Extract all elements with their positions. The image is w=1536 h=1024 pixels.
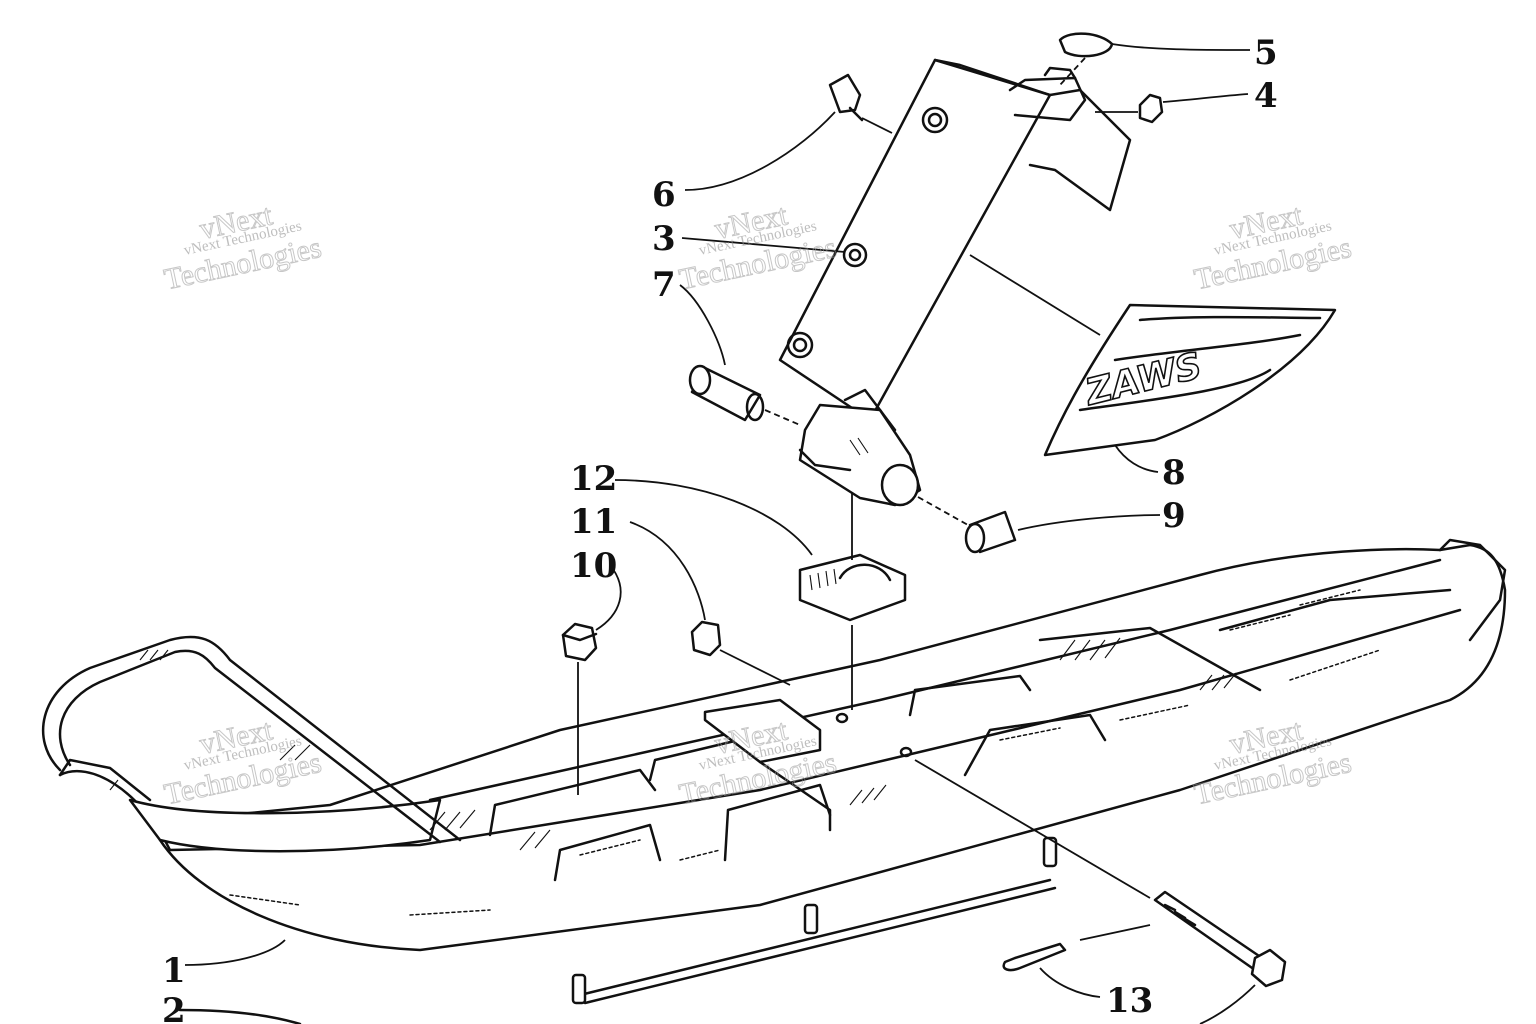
watermark-3: vNext vNext Technologies Technologies	[1191, 198, 1355, 297]
part-10-nut	[561, 564, 622, 795]
watermark-1: vNext vNext Technologies Technologies	[161, 198, 325, 297]
callout-12: 12	[570, 459, 617, 499]
part-3-leader	[681, 237, 846, 253]
callout-13: 13	[1106, 981, 1153, 1021]
callout-1: 1	[162, 951, 186, 991]
callout-7: 7	[652, 265, 676, 305]
callout-3: 3	[652, 219, 676, 259]
callout-4: 4	[1254, 76, 1278, 116]
part-9-bushing	[917, 496, 1161, 554]
callout-5: 5	[1254, 33, 1278, 73]
part-8-decal: ZAWS	[1043, 303, 1337, 473]
part-7-bushing	[679, 284, 801, 426]
callout-labels: 1 2 3 4 5 6 7 8 9 10 11 12 13	[162, 33, 1278, 1024]
callout-9: 9	[1162, 496, 1186, 536]
part-6-grease-fitting	[684, 73, 893, 191]
watermark-2: vNext vNext Technologies Technologies	[676, 198, 840, 297]
callout-8: 8	[1162, 453, 1186, 493]
ski-hatching	[109, 637, 1237, 851]
part-4-nut	[1095, 93, 1249, 124]
watermark-4: vNext vNext Technologies Technologies	[161, 713, 325, 812]
spindle	[778, 58, 1132, 507]
part-11-nut	[629, 521, 791, 686]
callout-11: 11	[570, 502, 617, 542]
part-13-bolt	[914, 759, 1287, 1024]
callout-10: 10	[570, 546, 617, 586]
callout-2: 2	[162, 991, 186, 1024]
callout-6: 6	[652, 175, 676, 215]
wear-rod	[178, 836, 1058, 1024]
ski-body	[41, 538, 1507, 952]
part-5-cap	[1058, 32, 1251, 86]
part-12-saddle-block	[614, 479, 907, 710]
part-1-leader	[184, 939, 286, 966]
